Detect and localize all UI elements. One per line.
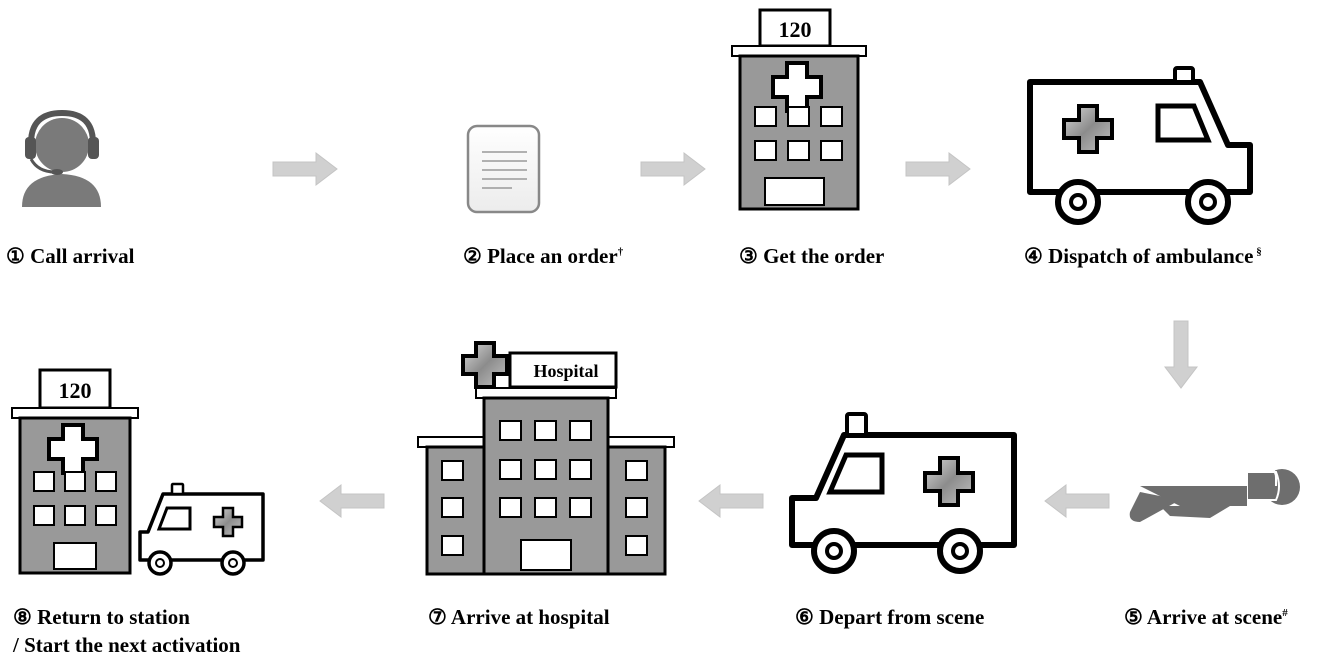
step-number: ⑤ (1124, 605, 1143, 629)
flow-arrow-7 (319, 483, 385, 519)
step-text: Arrive at scene (1146, 605, 1283, 629)
ambulance-return-icon (138, 482, 265, 576)
operator-headset-icon (22, 109, 101, 207)
step-text: Return to station (37, 605, 190, 629)
step-label-5: ⑤ Arrive at scene# (1124, 603, 1288, 631)
step-number: ⑦ (428, 605, 447, 629)
step-text: Depart from scene (819, 605, 985, 629)
step-footnote-mark: # (1282, 607, 1288, 619)
step-number: ⑧ (13, 605, 32, 629)
step-text: Call arrival (30, 244, 135, 268)
step-text-line2: / Start the next activation (13, 633, 241, 657)
order-document-icon (466, 124, 541, 214)
ambulance-dispatch-icon (1027, 66, 1253, 225)
station-sign-text-bottom: 120 (59, 378, 92, 403)
dispatch-station-icon: 120 (731, 8, 867, 211)
step-label-8: ⑧ Return to station (13, 603, 190, 631)
step-number: ⑥ (795, 605, 814, 629)
hospital-building-icon: Hospital (417, 341, 675, 576)
step-label-4: ④ Dispatch of ambulance § (1024, 242, 1262, 270)
hospital-sign-text: Hospital (533, 361, 598, 381)
step-footnote-mark: § (1253, 246, 1262, 258)
station-sign-text: 120 (779, 17, 812, 42)
flow-arrow-3 (905, 151, 971, 187)
step-label-7: ⑦ Arrive at hospital (428, 603, 610, 631)
step-text: Dispatch of ambulance (1048, 244, 1254, 268)
return-station-icon: 120 (11, 368, 139, 575)
step-text: Place an order (487, 244, 618, 268)
step-label-8-line2: / Start the next activation (13, 631, 240, 659)
flow-arrow-4 (1163, 320, 1199, 389)
step-number: ① (6, 244, 25, 268)
step-text: Arrive at hospital (450, 605, 610, 629)
step-number: ③ (739, 244, 758, 268)
step-footnote-mark: † (617, 246, 624, 258)
ambulance-depart-icon (789, 412, 1017, 574)
step-label-3: ③ Get the order (739, 242, 884, 270)
step-label-2: ② Place an order† (463, 242, 623, 270)
flow-arrow-5 (1044, 483, 1110, 519)
step-number: ② (463, 244, 482, 268)
step-label-1: ① Call arrival (6, 242, 134, 270)
step-number: ④ (1024, 244, 1043, 268)
flow-arrow-6 (698, 483, 764, 519)
step-text: Get the order (763, 244, 885, 268)
patient-lying-icon (1129, 469, 1300, 522)
step-label-6: ⑥ Depart from scene (795, 603, 984, 631)
flow-arrow-2 (640, 151, 706, 187)
flow-arrow-1 (272, 151, 338, 187)
